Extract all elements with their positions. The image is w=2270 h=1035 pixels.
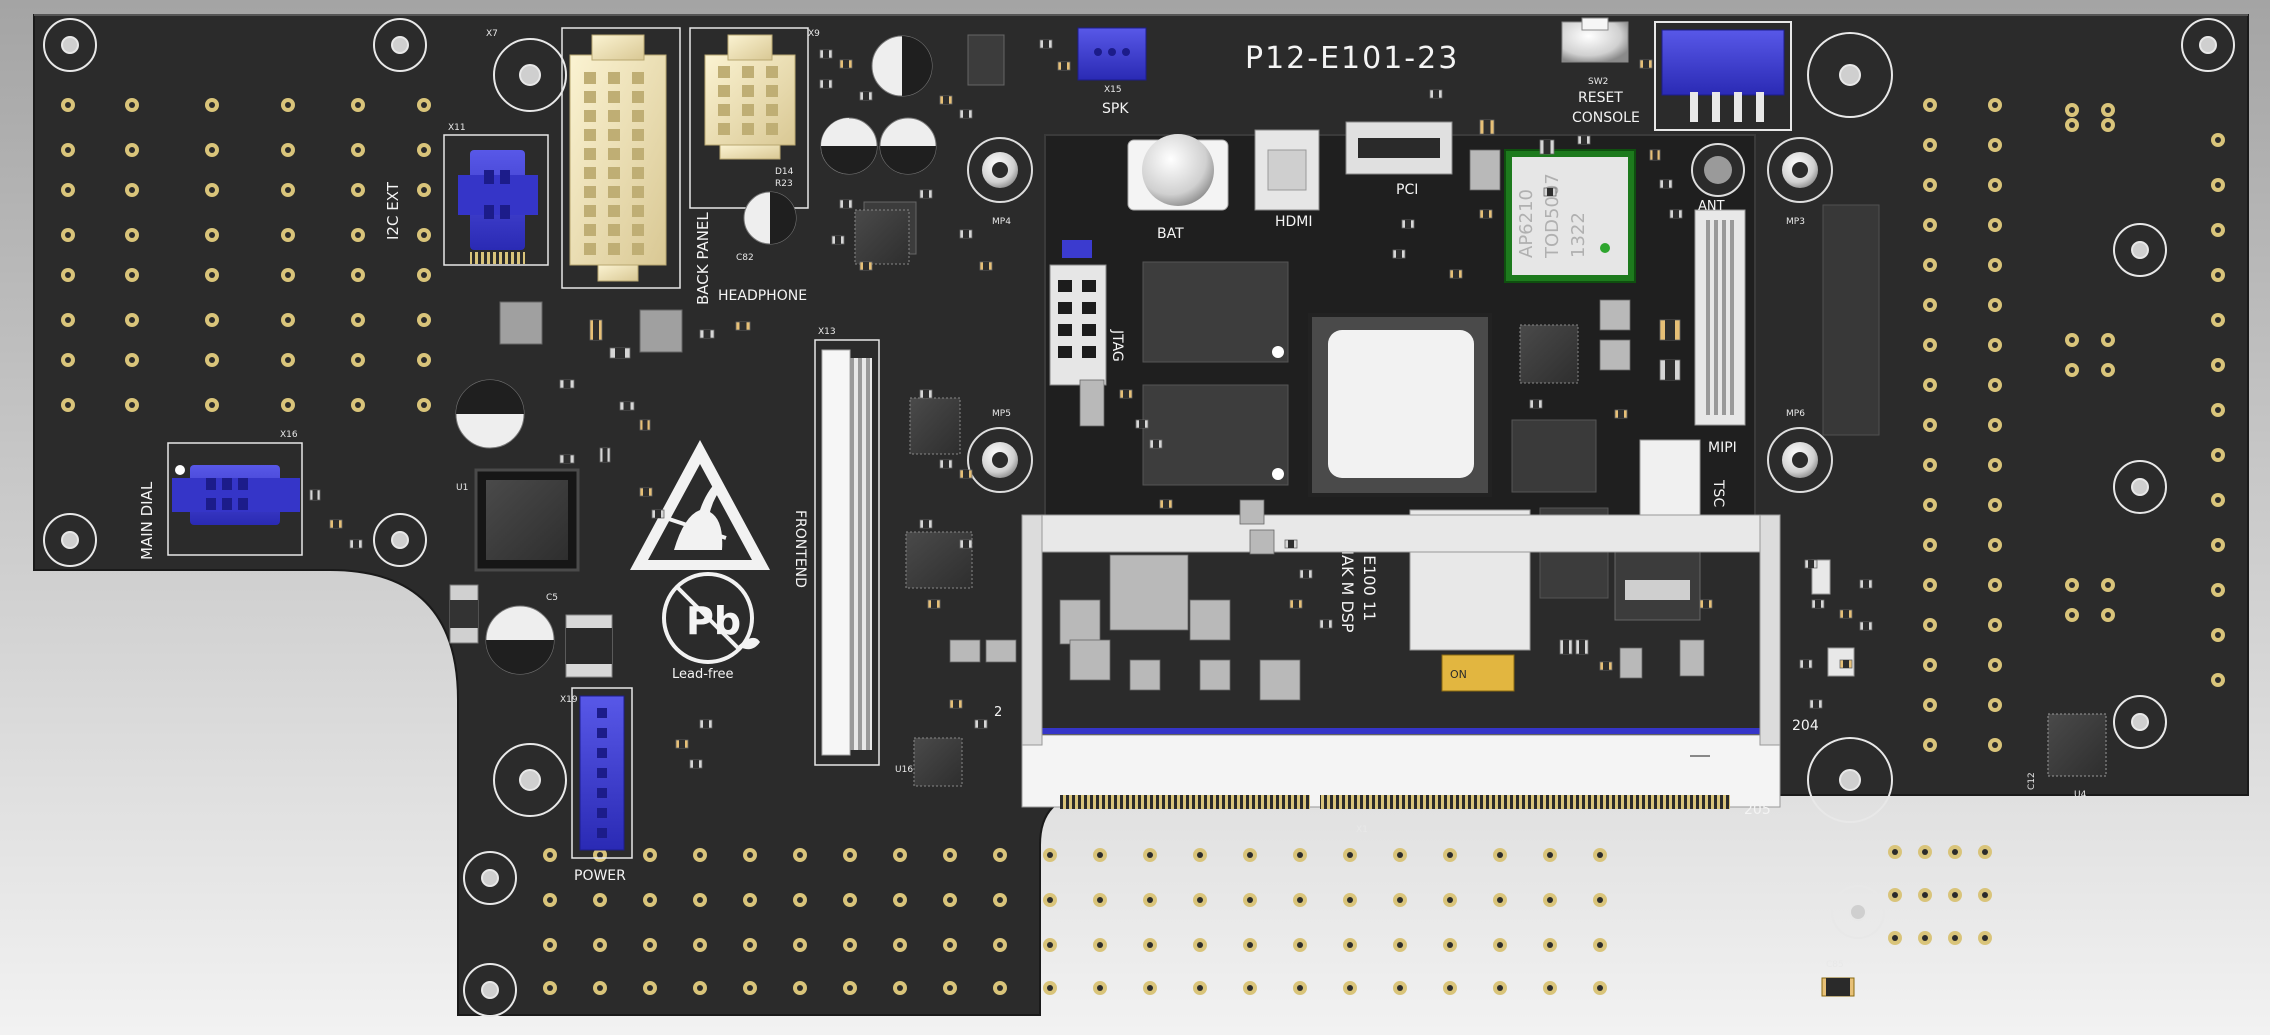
pin-2-label: 2 [994, 705, 1002, 720]
pci-label: PCI [1396, 182, 1418, 198]
i2c-ext-label: I2C EXT [384, 181, 402, 240]
sodimm-connector [1021, 514, 1781, 809]
lead-free-icon [662, 572, 760, 664]
power-components [449, 34, 1005, 678]
main-dial-connector [167, 442, 303, 556]
via-grid [61, 98, 431, 412]
reset-switch [1561, 17, 1629, 63]
pb-label: Pb [686, 599, 741, 643]
smd-part [1079, 379, 1105, 427]
chip-line-2: TOD5007 [1542, 173, 1563, 259]
frontend-label: FRONTEND [792, 510, 808, 588]
chip-line-3: 1322 [1568, 212, 1589, 258]
d14-label: D14 [775, 167, 794, 177]
x1-label: X1 [1356, 825, 1368, 835]
smd-part [1679, 639, 1705, 677]
smd-part [1619, 647, 1643, 679]
power-connector [571, 687, 633, 859]
hdmi-label: HDMI [1275, 214, 1313, 230]
mount-pads [967, 137, 1833, 493]
pin-204-label: 204 [1792, 718, 1819, 734]
r23-label: R23 [775, 179, 793, 189]
console-label: CONSOLE [1572, 110, 1640, 126]
x16-label: X16 [280, 430, 298, 440]
cap-c85 [1821, 977, 1855, 997]
i2c-ext-connector [443, 134, 549, 266]
smd-part [1469, 149, 1501, 191]
smd-part [1239, 499, 1265, 525]
back-panel-connector [561, 27, 681, 289]
smd-components [309, 39, 1873, 769]
pin-205-label: 205 [1744, 802, 1771, 818]
x9-label: X9 [808, 29, 820, 39]
smd-part [1069, 639, 1111, 681]
smd-part [1059, 599, 1101, 645]
mounting-holes [43, 18, 2235, 1017]
mp3-label: MP3 [1786, 217, 1805, 227]
jtag-label: JTAG [1109, 329, 1125, 362]
smd-part [1189, 599, 1231, 641]
x15-label: X15 [1104, 85, 1122, 95]
x13-label: X13 [818, 327, 836, 337]
smd-part [1249, 529, 1275, 555]
c85-label: C85 [1826, 960, 1844, 970]
smd-part [1599, 339, 1631, 371]
sw2-label: SW2 [1588, 77, 1608, 87]
headphone-connector [689, 27, 809, 209]
c5-label: C5 [546, 593, 558, 603]
lead-free-label: Lead-free [672, 667, 734, 682]
c12-label: C12 [2027, 772, 2037, 790]
via-grid [1888, 98, 2225, 945]
headphone-label: HEADPHONE [718, 288, 807, 304]
esd-warning-icon [630, 440, 770, 570]
smd-part [1129, 659, 1161, 691]
c82-label: C82 [736, 253, 754, 263]
frontend-connector [814, 339, 880, 766]
spk-label: SPK [1102, 101, 1129, 117]
chip-line-1: AP6210 [1516, 189, 1537, 258]
smd-part [1109, 554, 1189, 631]
main-dial-label: MAIN DIAL [138, 481, 156, 560]
mp5-label: MP5 [992, 409, 1011, 419]
mp4-label: MP4 [992, 217, 1011, 227]
mp6-label: MP6 [1786, 409, 1805, 419]
via-grid [543, 848, 1607, 995]
smd-part [985, 639, 1017, 663]
x19-label: X19 [560, 695, 578, 705]
power-label: POWER [574, 868, 626, 884]
u16-label: U16 [895, 765, 913, 775]
spk-connector [1077, 27, 1147, 81]
on-label: ON [1450, 668, 1467, 681]
smd-part [949, 639, 981, 663]
console-connector [1654, 21, 1792, 131]
u1-label: U1 [456, 483, 468, 493]
reset-label: RESET [1578, 90, 1623, 106]
smd-part [1599, 299, 1631, 331]
x11-label: X11 [448, 123, 466, 133]
x7-label: X7 [486, 29, 498, 39]
u4-label: U4 [2074, 790, 2087, 800]
bat-label: BAT [1157, 226, 1184, 242]
smd-part [1199, 659, 1231, 691]
electrolytic-capacitors [455, 35, 937, 675]
board-title: P12-E101-23 [1245, 41, 1459, 76]
back-panel-label: BACK PANEL [694, 212, 712, 305]
mipi-label: MIPI [1708, 440, 1737, 456]
tsc-label: TSC [1710, 479, 1726, 507]
ant-label: ANT [1698, 199, 1725, 214]
cpu-module [1044, 121, 1756, 692]
right-area-parts [1811, 204, 1880, 677]
smd-part [1259, 659, 1301, 701]
